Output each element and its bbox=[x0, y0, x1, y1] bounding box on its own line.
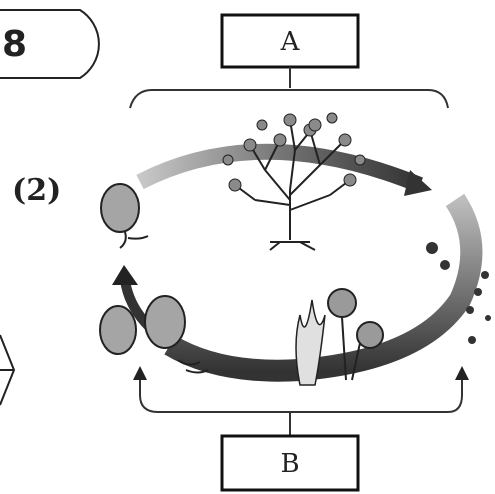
bracket-top bbox=[130, 90, 448, 108]
box-a-label: A bbox=[280, 27, 301, 57]
box-b: B bbox=[222, 436, 358, 490]
left-arrowhead bbox=[112, 265, 138, 285]
top-arc-band bbox=[140, 152, 420, 185]
gamete-cells bbox=[100, 184, 185, 354]
corner-number-badge: 8 bbox=[0, 10, 99, 78]
bracket-right-arrowhead bbox=[455, 366, 469, 380]
corner-number: 8 bbox=[2, 24, 27, 65]
box-b-label: B bbox=[280, 449, 299, 479]
box-a: A bbox=[222, 15, 358, 67]
bracket-left-arrowhead bbox=[133, 366, 147, 380]
stage-label: (2) bbox=[12, 173, 61, 208]
